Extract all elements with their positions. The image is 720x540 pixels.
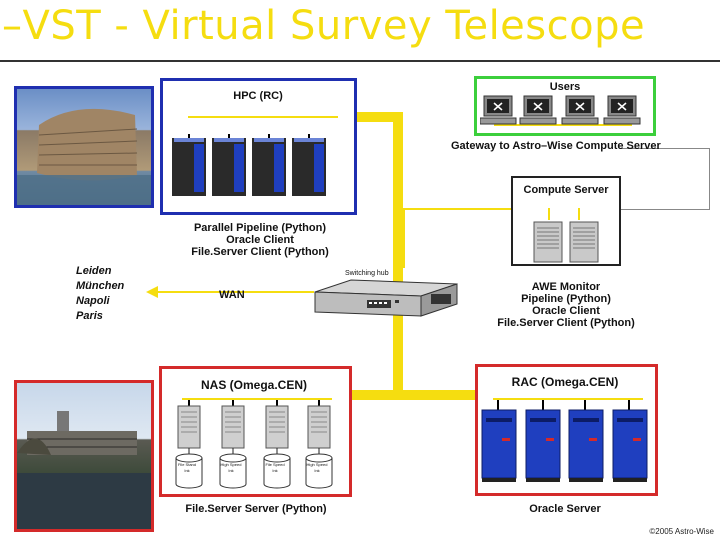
wan-city: München [76,280,125,292]
page-title: –VST - Virtual Survey Telescope [2,3,646,49]
compute-detail: AWE Monitor [531,281,601,293]
disk-label: File Stand Ink [177,462,196,473]
compute-detail: File.Server Client (Python) [497,317,635,329]
hpc-detail: File.Server Client (Python) [191,246,329,258]
wan-label: WAN [219,289,245,301]
rac-link [393,390,475,400]
compute-drop [403,208,405,268]
users-bus [494,124,632,126]
wan-city: Paris [76,310,103,322]
compute-link [403,208,511,210]
nas-caption: File.Server Server (Python) [185,503,327,515]
hpc-label: HPC (RC) [233,90,283,102]
hpc-detail: Oracle Client [226,234,294,246]
wan-city-list: Leiden München Napoli Paris [76,264,124,324]
hpc-box [160,78,357,215]
compute-detail: Pipeline (Python) [521,293,611,305]
switching-hub [314,279,458,317]
rac-box [475,364,658,496]
title-divider [0,60,720,62]
disk-label: High Speed Ink [220,462,242,473]
leiden-building-photo [14,86,154,208]
compute-label: Compute Server [523,184,609,196]
hpc-bus [188,116,338,118]
rac-label: RAC (Omega.CEN) [511,375,619,389]
rac-caption: Oracle Server [529,503,601,515]
nas-bus [182,398,332,400]
copyright-footer: ©2005 Astro-Wise [649,527,714,536]
compute-box [511,176,621,266]
hpc-servers [172,134,326,196]
hpc-details: Parallel Pipeline (Python) Oracle Client… [172,222,348,258]
users-label: Users [549,81,581,93]
hpc-link [357,112,403,122]
disk-label: High Speed Ink [306,462,328,473]
disk-label: File Speed Ink [265,462,285,473]
compute-details: AWE Monitor Pipeline (Python) Oracle Cli… [488,281,644,329]
compute-detail: Oracle Client [532,305,600,317]
groningen-building-photo [14,380,154,532]
user-workstations [480,95,641,125]
backbone-vertical [393,112,403,400]
compute-bus-right [578,208,580,220]
wan-arrow [146,286,314,298]
nas-servers [175,400,333,489]
nas-link [352,390,403,400]
switch-label: Switching hub [345,270,389,277]
hpc-detail: Parallel Pipeline (Python) [193,222,327,234]
compute-servers [533,221,599,263]
wan-city: Leiden [76,265,112,277]
users-box [474,76,656,136]
gateway-label: Gateway to Astro–Wise Compute Server [451,140,661,152]
nas-box [159,366,352,497]
rac-servers [481,400,648,482]
compute-bus [548,208,550,220]
gateway-connector [620,148,710,210]
nas-label: NAS (Omega.CEN) [200,378,307,392]
rac-bus [493,398,643,400]
wan-city: Napoli [76,295,110,307]
